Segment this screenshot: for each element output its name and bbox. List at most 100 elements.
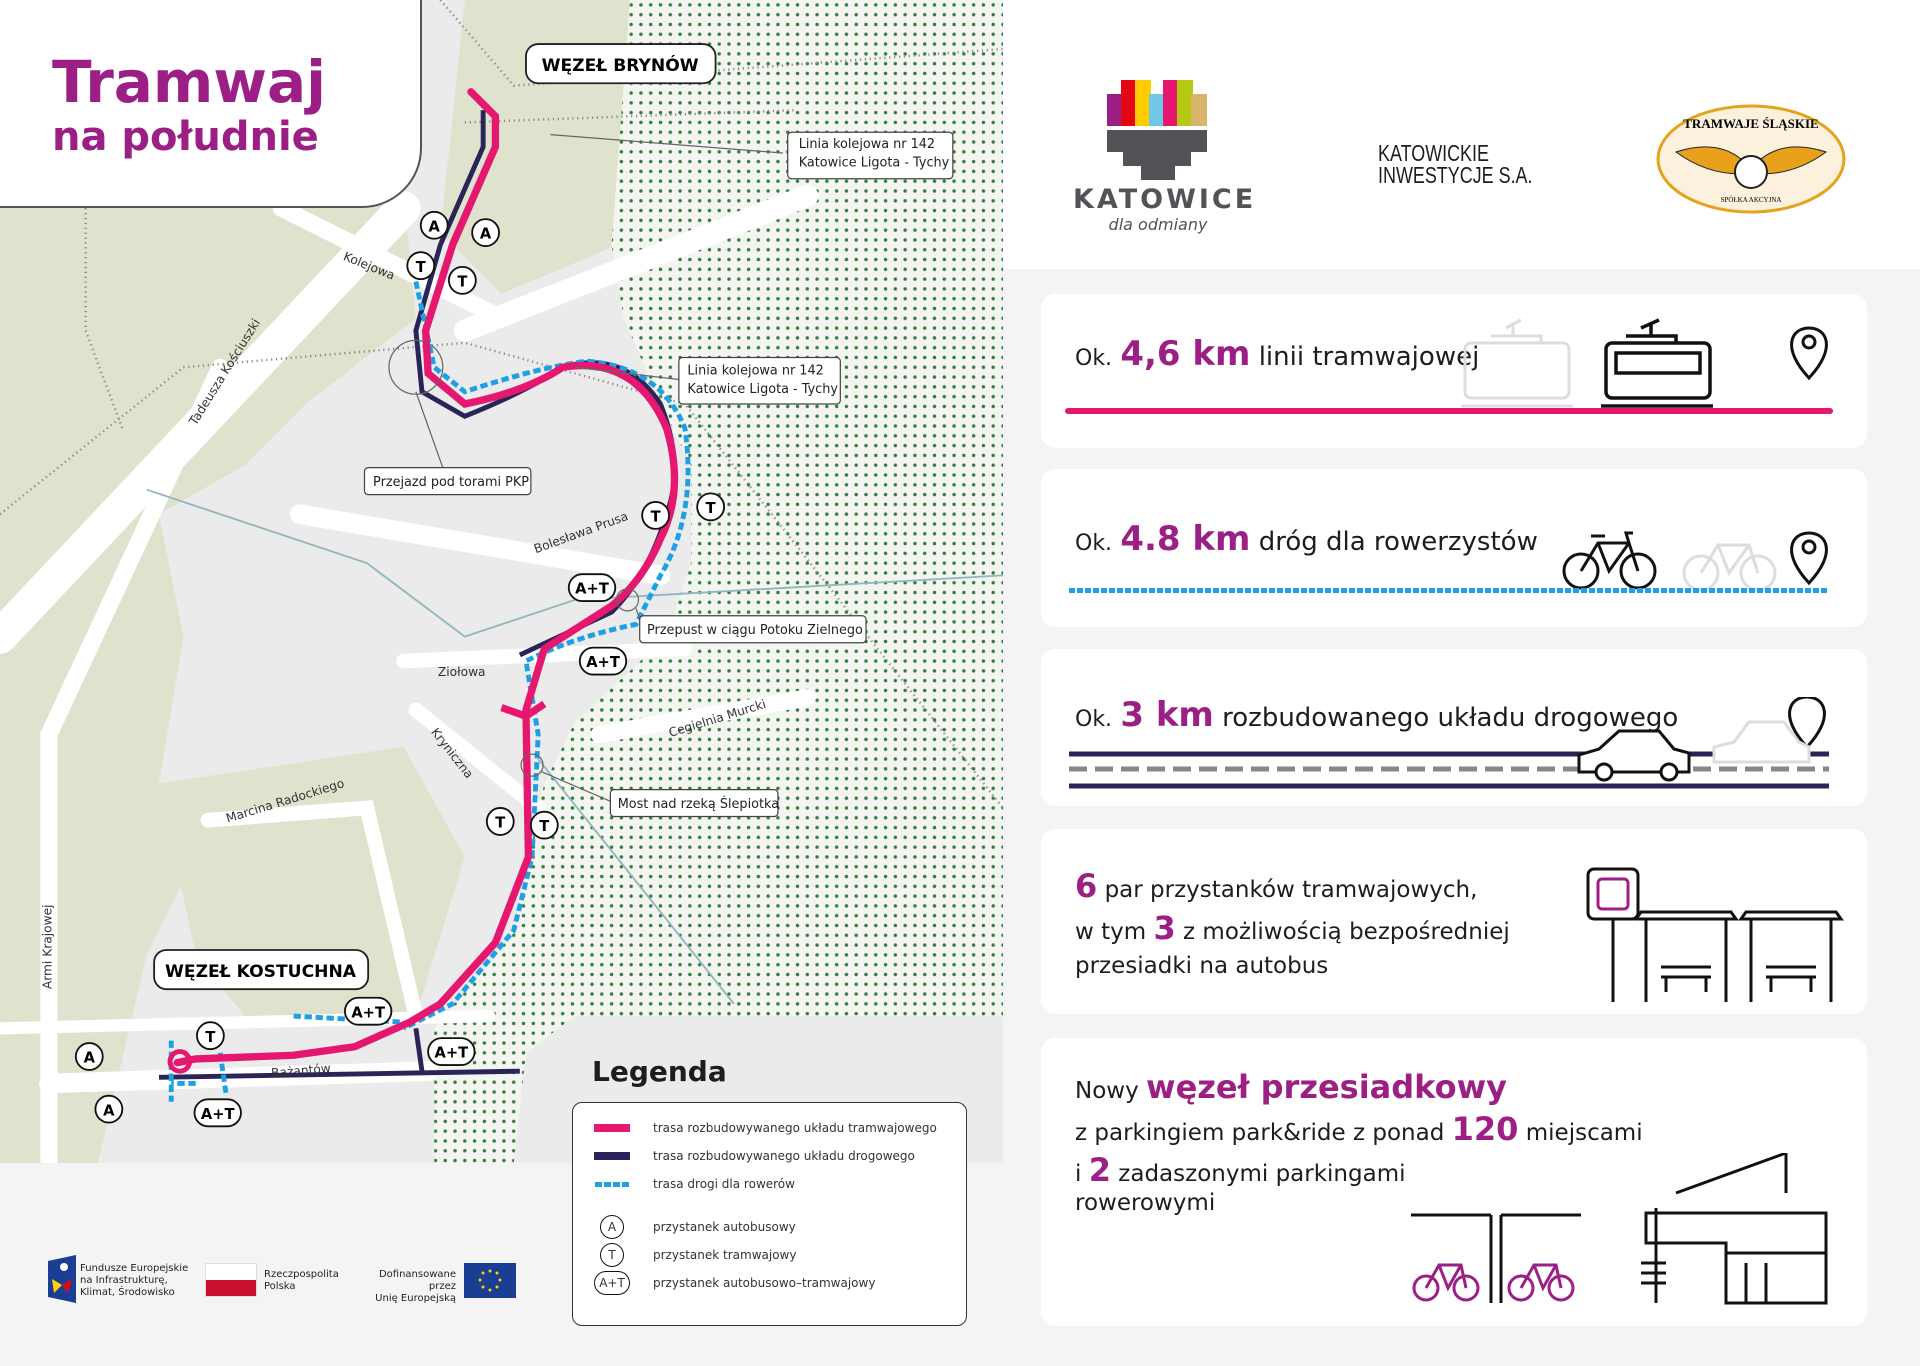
stat-card-bike: Ok. 4.8 km dróg dla rowerzystów xyxy=(1041,469,1867,627)
pkp-marker xyxy=(388,339,444,395)
tram-terminus xyxy=(500,700,547,721)
node-label: WĘZEŁ BRYNÓW xyxy=(542,54,699,76)
svg-text:Katowice Ligota - Tychy: Katowice Ligota - Tychy xyxy=(799,155,950,170)
tram-swatch xyxy=(594,1124,630,1132)
callout-bridge: Most nad rzeką Ślepiotka xyxy=(609,789,779,818)
svg-text:A: A xyxy=(480,226,492,243)
route-map: WĘZEŁ BRYNÓW WĘZEŁ KOSTUCHNA Linia kolej… xyxy=(0,0,1003,1163)
stream xyxy=(146,488,1003,638)
svg-text:T: T xyxy=(539,818,549,835)
tram-loop xyxy=(167,1049,193,1074)
bus-tram-stop-symbol: A+T xyxy=(594,1271,630,1295)
bike-swatch xyxy=(595,1181,629,1187)
tram-stop: T xyxy=(696,492,726,522)
bus-stop-icon xyxy=(1586,867,1844,1002)
bus-tram-stop: A+T xyxy=(427,1037,476,1066)
svg-text:Most nad rzeką Ślepiotka: Most nad rzeką Ślepiotka xyxy=(618,796,779,812)
street-ziolowa: Ziołowa xyxy=(438,665,486,679)
legend-item-tram: trasa rozbudowywanego układu tramwajoweg… xyxy=(593,1121,937,1135)
callout-lines xyxy=(415,134,783,803)
svg-text:Katowice Ligota - Tychy: Katowice Ligota - Tychy xyxy=(687,382,838,397)
svg-text:A: A xyxy=(429,218,441,235)
stat-tram-text: Ok. 4,6 km linii tramwajowej xyxy=(1075,334,1480,374)
svg-text:Linia kolejowa nr 142: Linia kolejowa nr 142 xyxy=(799,137,935,152)
hub-line1: Nowy węzeł przesiadkowy xyxy=(1075,1068,1507,1106)
bus-tram-stop: A+T xyxy=(578,646,628,676)
tram-stop: T xyxy=(641,501,670,530)
tram-stop: T xyxy=(406,251,436,281)
legend-item-road: trasa rozbudowywanego układu drogowego xyxy=(593,1149,915,1163)
ki-line2: INWESTYCJE S.A. xyxy=(1378,162,1533,188)
railways xyxy=(0,0,1003,809)
river xyxy=(537,758,735,1005)
stat-bike-text: Ok. 4.8 km dróg dla rowerzystów xyxy=(1075,519,1538,559)
tram-stop-symbol: T xyxy=(600,1243,624,1267)
svg-text:Przejazd pod torami PKP: Przejazd pod torami PKP xyxy=(373,475,529,490)
car-icon xyxy=(1069,697,1829,789)
tram-route xyxy=(173,88,679,1067)
tram-stop: T xyxy=(447,265,477,295)
tram-stop: T xyxy=(485,807,515,836)
street-bazantow: Bażantów xyxy=(271,1061,332,1080)
stat-card-road: Ok. 3 km rozbudowanego układu drogowego xyxy=(1041,649,1867,806)
legend-item-bike: trasa drogi dla rowerów xyxy=(593,1177,795,1191)
ts-top-text: TRAMWAJE ŚLĄSKIE xyxy=(1683,116,1818,131)
svg-text:T: T xyxy=(651,509,661,526)
hub-line3: i 2 zadaszonymi parkingami xyxy=(1075,1151,1406,1189)
katowice-tagline: dla odmiany xyxy=(1108,215,1208,234)
bus-tram-stop: A+T xyxy=(567,573,617,603)
legend-title: Legenda xyxy=(592,1055,727,1088)
svg-text:Przepust w ciągu Potoku Zielne: Przepust w ciągu Potoku Zielnego xyxy=(647,623,863,638)
bike-length-bar xyxy=(1069,588,1829,593)
tramwaje-slaskie-logo: TRAMWAJE ŚLĄSKIE SPÓŁKA AKCYJNA xyxy=(1656,104,1846,218)
tram-stop: T xyxy=(196,1021,225,1051)
bus-tram-stop: A+T xyxy=(344,996,393,1026)
title-box: Tramwaj na południe xyxy=(0,0,422,208)
svg-text:A+T: A+T xyxy=(435,1045,469,1062)
katowice-wordmark: KATOWICE xyxy=(1073,184,1257,215)
tram-icon xyxy=(1461,318,1828,408)
stat-road-text: Ok. 3 km rozbudowanego układu drogowego xyxy=(1075,695,1679,735)
bus-stop: A xyxy=(471,218,500,247)
forest-area xyxy=(434,0,1003,1163)
stops-line1: 6 par przystanków tramwajowych, xyxy=(1075,867,1478,905)
page-title: Tramwaj xyxy=(52,48,326,116)
stat-card-tram: Ok. 4,6 km linii tramwajowej xyxy=(1041,294,1867,448)
stat-card-hub: Nowy węzeł przesiadkowy z parkingiem par… xyxy=(1041,1038,1867,1326)
culvert-marker xyxy=(615,588,640,612)
svg-text:A+T: A+T xyxy=(575,581,609,598)
hub-line4: rowerowymi xyxy=(1075,1190,1216,1216)
svg-text:A+T: A+T xyxy=(351,1004,385,1021)
legend: trasa rozbudowywanego układu tramwajoweg… xyxy=(572,1102,967,1326)
page-subtitle: na południe xyxy=(52,114,319,160)
tram-length-bar xyxy=(1065,408,1833,414)
pl-flag-icon xyxy=(205,1263,257,1297)
svg-text:A: A xyxy=(103,1102,115,1119)
street-armii: Armi Krajowej xyxy=(40,904,54,989)
stops-line2: w tym 3 z możliwością bezpośredniej xyxy=(1075,909,1510,947)
svg-text:A+T: A+T xyxy=(586,654,620,671)
svg-text:A+T: A+T xyxy=(201,1106,235,1123)
svg-text:T: T xyxy=(706,500,716,517)
stops-line3: przesiadki na autobus xyxy=(1075,953,1329,979)
callout-pkp: Przejazd pod torami PKP xyxy=(363,467,532,496)
ki-line1: KATOWICKIE xyxy=(1378,140,1489,166)
katowickie-inwestycje-logo: KATOWICKIE INWESTYCJE S.A. xyxy=(1378,140,1533,188)
bicycle-icon xyxy=(1562,531,1828,591)
svg-text:T: T xyxy=(205,1029,215,1046)
bus-stop: A xyxy=(94,1094,124,1124)
fe-logo-icon xyxy=(48,1255,76,1303)
green-area xyxy=(0,195,416,1163)
node-label: WĘZEŁ KOSTUCHNA xyxy=(165,962,357,982)
svg-text:A: A xyxy=(84,1050,96,1067)
svg-text:T: T xyxy=(416,259,426,276)
svg-text:Linia kolejowa nr 142: Linia kolejowa nr 142 xyxy=(687,364,823,379)
hub-line2: z parkingiem park&ride z ponad 120 miejs… xyxy=(1075,1110,1643,1148)
